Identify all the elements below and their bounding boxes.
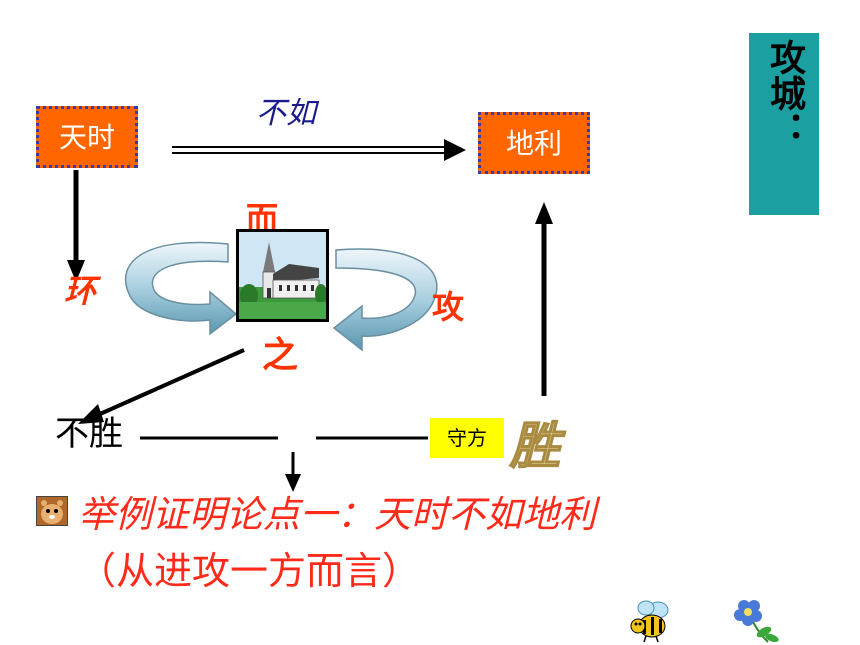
hamster-bullet-icon [36,496,68,526]
node-sheng: 胜 [509,416,561,476]
church-picture [236,229,329,322]
arrow-tianshi-to-dili [172,139,466,161]
bee-icon [630,600,669,643]
argument-point: 举例证明论点一：天时不如地利 [78,493,596,536]
arrow-down-to-point [285,452,301,492]
arrow-up-to-dili [535,202,553,396]
arrow-tianshi-down [67,170,85,282]
curved-arrow-right [332,248,438,352]
flower-icon [734,600,779,643]
arrow-to-busheng [78,348,245,424]
label-buru: 不如 [256,96,316,131]
curved-arrow-left [124,241,238,336]
node-dili: 地利 [478,112,590,174]
label-gong: 攻 [432,288,465,326]
node-shoufang: 守方 [430,418,504,458]
node-tianshi: 天时 [36,106,138,168]
title-bar: 攻城： [749,33,819,215]
label-huan: 环 [64,272,97,310]
label-zhi: 之 [262,335,299,376]
argument-scope: （从进攻一方而言） [78,549,421,593]
node-busheng: 不胜 [55,414,123,454]
